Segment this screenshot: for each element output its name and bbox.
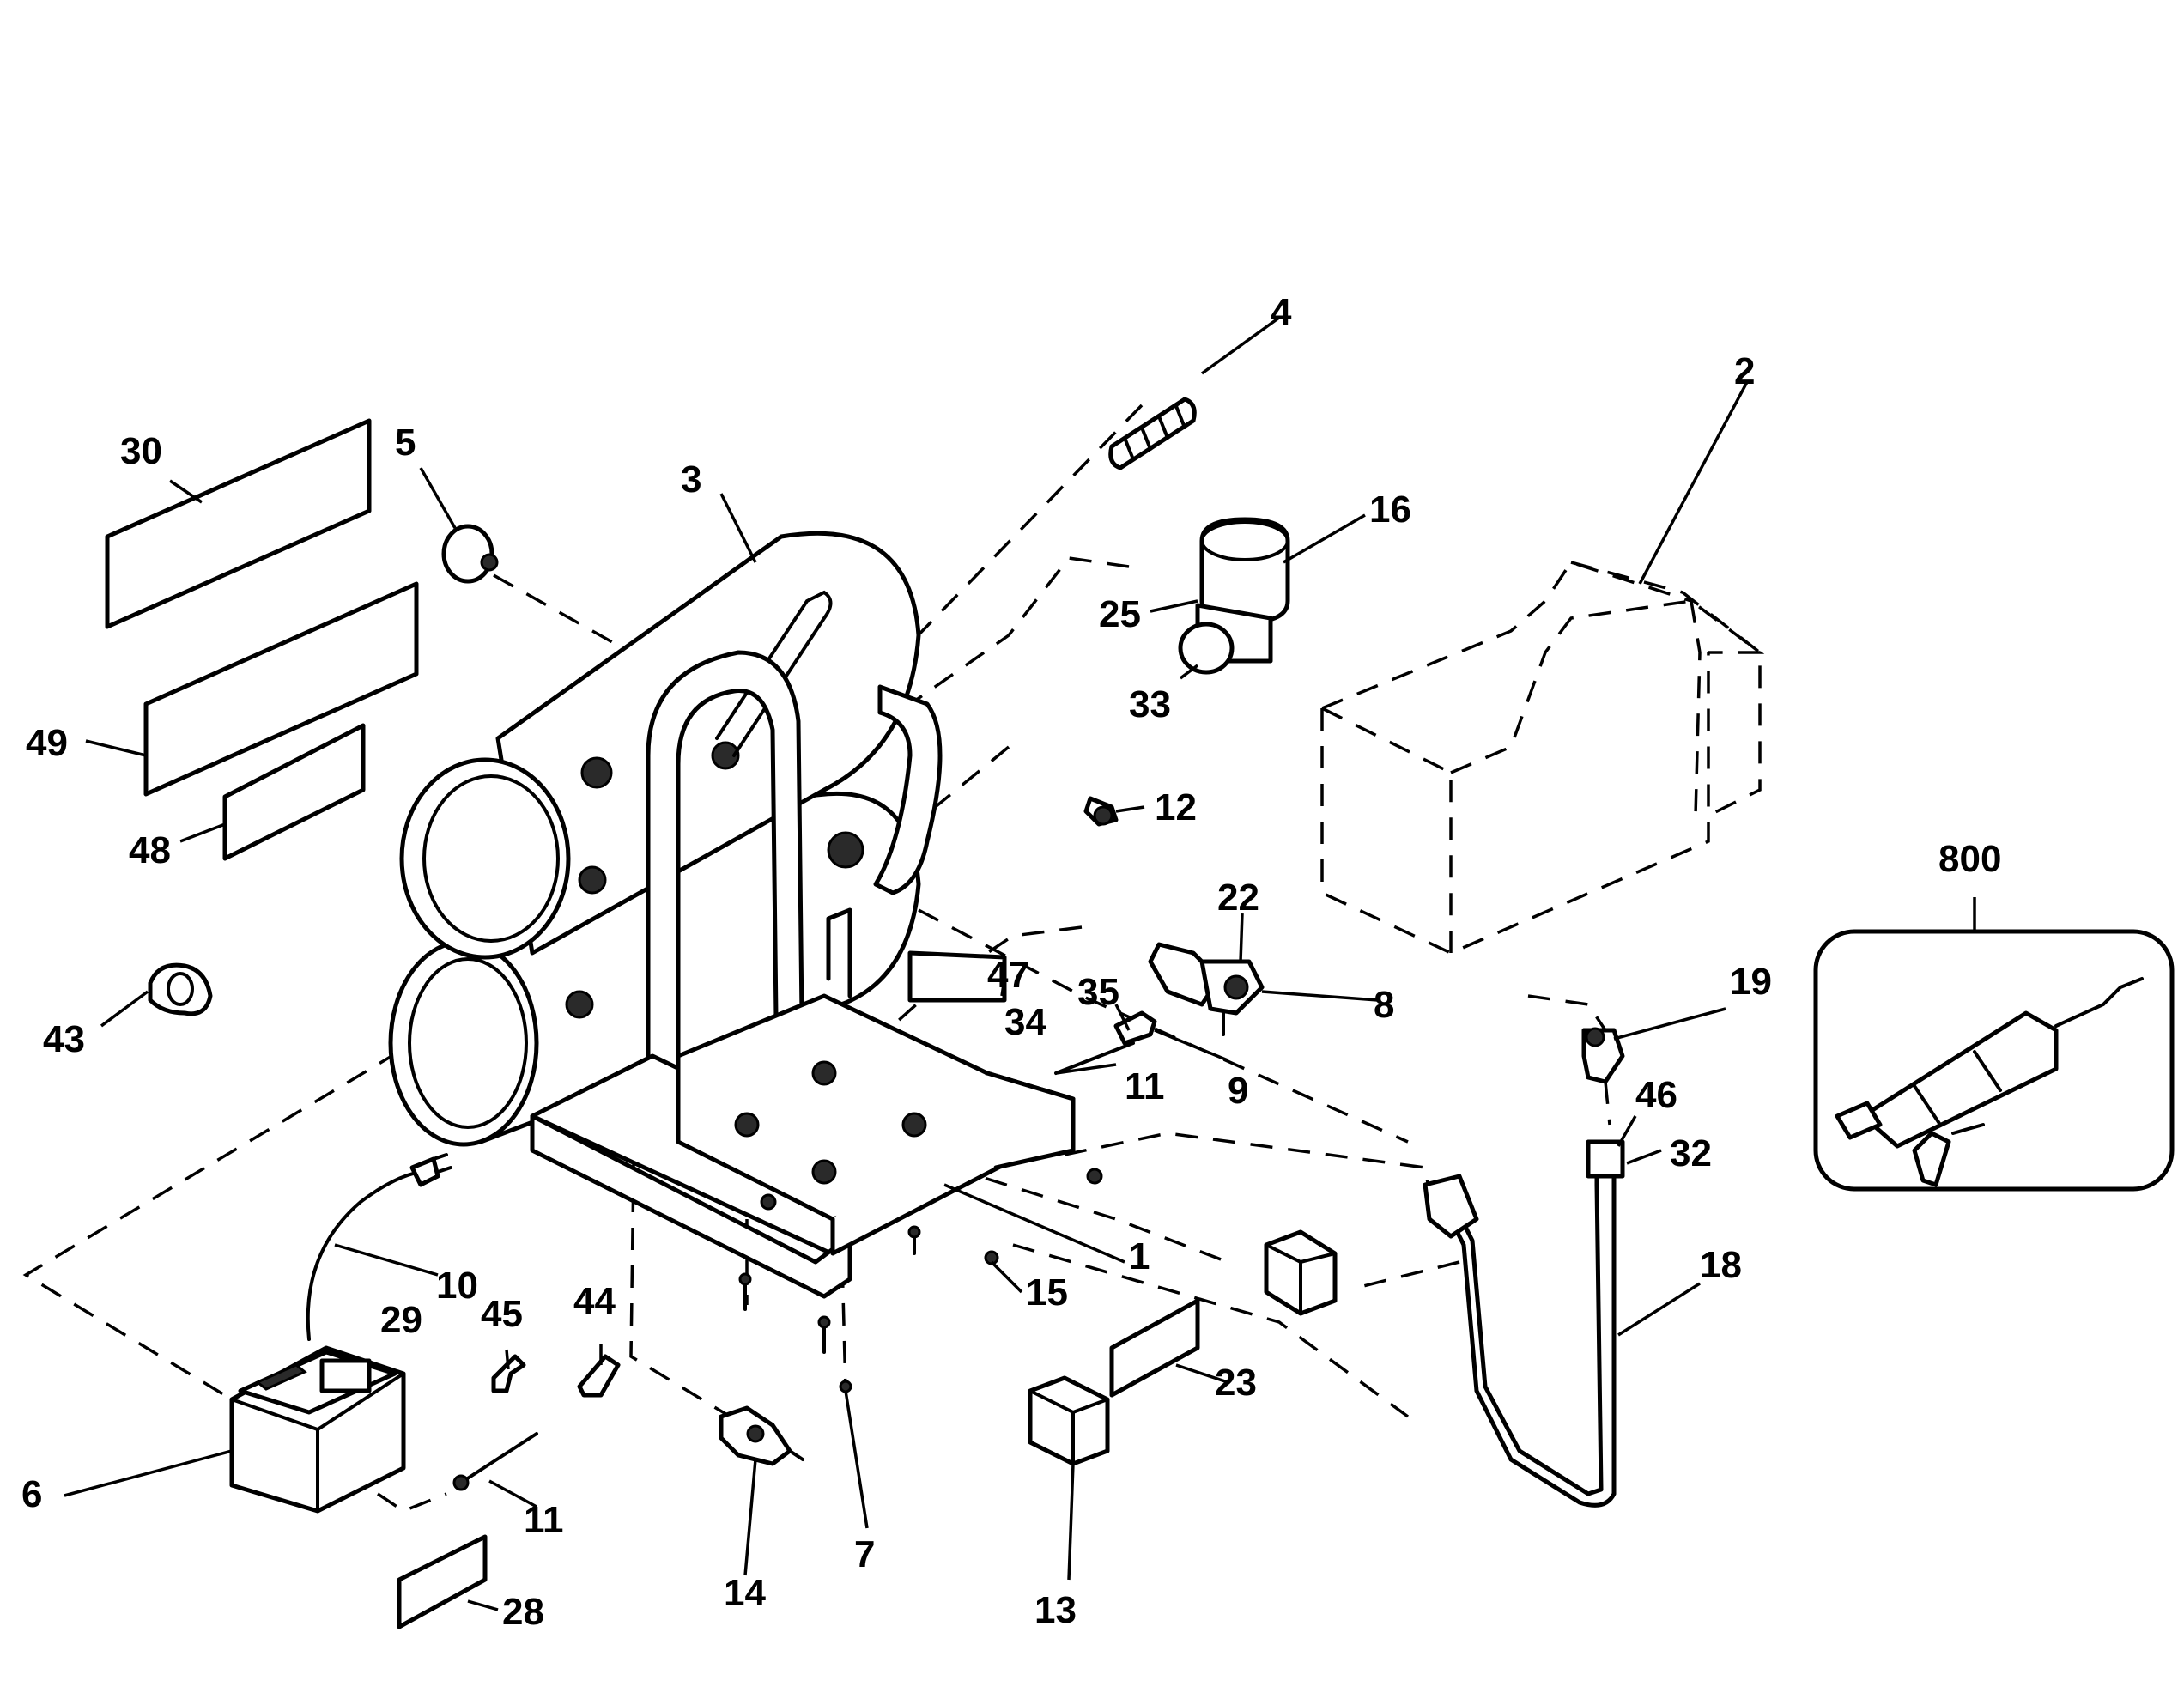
callout-35: 35 xyxy=(1077,971,1119,1013)
callout-7: 7 xyxy=(854,1533,875,1575)
clip-part-45 xyxy=(491,1354,526,1393)
label-part-29 xyxy=(319,1358,372,1393)
callout-labels: 30 5 3 4 2 16 25 33 12 49 48 800 22 47 3… xyxy=(21,291,2001,1633)
callout-45: 45 xyxy=(481,1293,523,1335)
shroud-part-2 xyxy=(1320,560,1765,955)
valve-assembly-part-22 xyxy=(1148,942,1265,1036)
label-part-47 xyxy=(907,950,1007,1003)
callout-33: 33 xyxy=(1129,683,1171,725)
callout-2: 2 xyxy=(1734,350,1755,392)
kit-800-box xyxy=(1813,929,2175,1192)
callout-10: 10 xyxy=(436,1265,478,1307)
box-part-15-relay xyxy=(1264,1229,1338,1316)
callout-13: 13 xyxy=(1034,1589,1077,1631)
callout-12: 12 xyxy=(1155,786,1197,828)
callout-11-bottom: 11 xyxy=(524,1499,564,1541)
callout-19: 19 xyxy=(1730,961,1772,1003)
callout-16: 16 xyxy=(1369,488,1411,531)
callout-18: 18 xyxy=(1700,1244,1742,1286)
box-part-13 xyxy=(1028,1375,1110,1466)
regulator-part-16 xyxy=(1178,517,1290,675)
terminal-part-44 xyxy=(577,1354,621,1398)
switch-part-14 xyxy=(719,1405,804,1466)
fitting-part-35 xyxy=(1113,1010,1157,1046)
knob-part-5 xyxy=(441,524,499,584)
label-part-28 xyxy=(397,1534,488,1629)
callout-800: 800 xyxy=(1938,838,2001,880)
rod-part-34 xyxy=(1054,1041,1135,1075)
label-part-49 xyxy=(143,581,419,797)
callout-6: 6 xyxy=(21,1473,42,1515)
callout-3: 3 xyxy=(681,458,701,501)
wire-part-11 xyxy=(452,1432,538,1491)
label-part-23 xyxy=(1109,1298,1200,1398)
callout-14: 14 xyxy=(724,1572,766,1614)
callout-23: 23 xyxy=(1215,1362,1257,1404)
callout-43: 43 xyxy=(43,1018,85,1060)
bolts-and-screws xyxy=(738,1168,1103,1393)
callout-32: 32 xyxy=(1670,1132,1712,1174)
callout-4: 4 xyxy=(1271,291,1292,333)
callout-25: 25 xyxy=(1099,593,1141,635)
callout-22: 22 xyxy=(1217,877,1259,919)
callout-28: 28 xyxy=(502,1591,544,1633)
callout-46: 46 xyxy=(1635,1074,1677,1116)
callout-11-top: 11 xyxy=(1125,1065,1165,1107)
callout-30: 30 xyxy=(120,430,162,472)
callout-44: 44 xyxy=(573,1280,616,1322)
fitting-part-19 xyxy=(1581,1027,1625,1084)
hose-part-18 xyxy=(1423,1139,1625,1508)
leader-lines xyxy=(64,316,1976,1611)
callout-5: 5 xyxy=(395,422,416,464)
callout-29: 29 xyxy=(380,1299,422,1341)
callout-15: 15 xyxy=(1026,1271,1068,1314)
callout-47: 47 xyxy=(987,954,1029,996)
motor-part-6 xyxy=(229,1153,452,1514)
callout-9: 9 xyxy=(1228,1070,1248,1112)
callout-34: 34 xyxy=(1004,1001,1046,1043)
fitting-part-12 xyxy=(1083,796,1119,827)
callout-1: 1 xyxy=(1129,1235,1150,1277)
label-part-48 xyxy=(222,723,366,861)
callout-48: 48 xyxy=(129,829,171,871)
callout-8: 8 xyxy=(1374,984,1394,1026)
coupler-part-43 xyxy=(148,962,213,1016)
callout-49: 49 xyxy=(26,722,68,764)
label-part-30 xyxy=(105,418,372,629)
spring-part-4 xyxy=(1108,397,1197,470)
base-part-1 xyxy=(530,907,1076,1299)
